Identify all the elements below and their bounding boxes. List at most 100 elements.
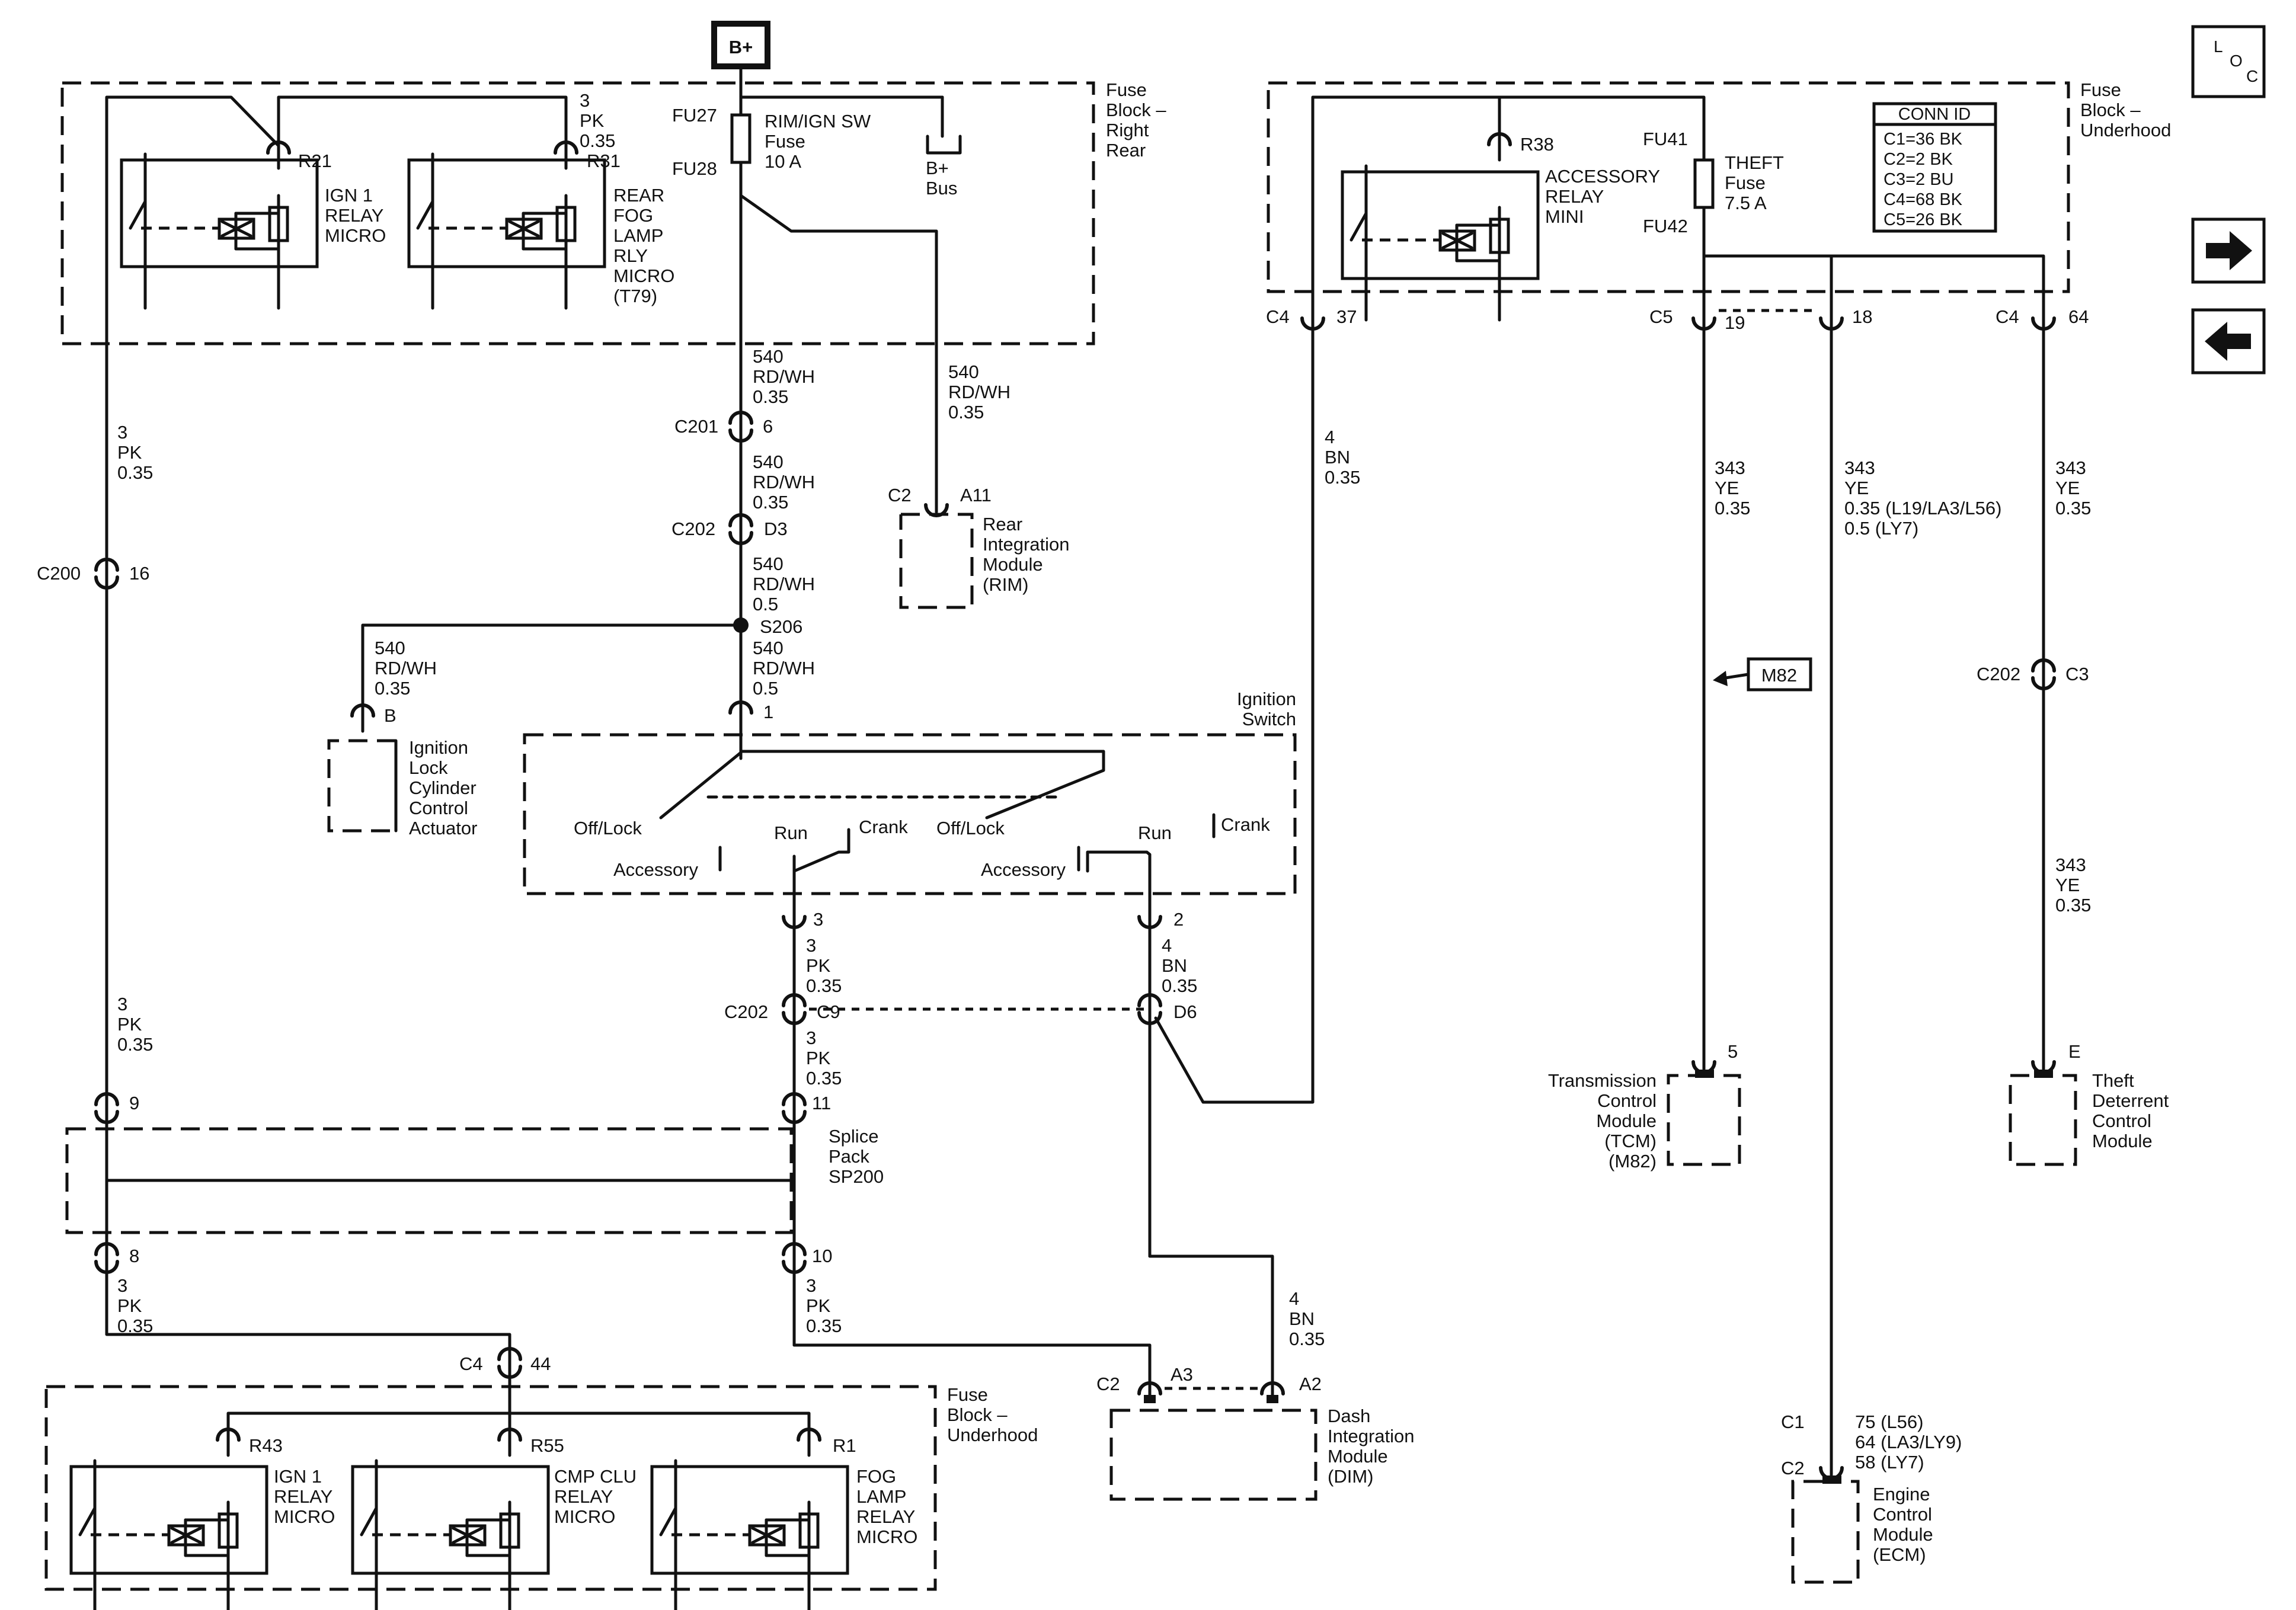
ecm-label-4: (ECM)	[1873, 1544, 1926, 1565]
wire-ye-tdm-b-2: YE	[2055, 875, 2080, 895]
wire-pk-left-b-1: 3	[117, 994, 127, 1014]
conn-c201-name: C201	[674, 416, 718, 437]
relay-r38-label-1: ACCESSORY	[1545, 166, 1660, 187]
splice-pin-8: 8	[129, 1246, 139, 1266]
conn-d6-pin: D6	[1173, 1001, 1197, 1022]
wire-rdwh-rim-1: 540	[948, 361, 979, 382]
fuse-theft: FU41 FU42 THEFT Fuse 7.5 A	[1643, 129, 2045, 319]
relay-r31-label-2: FOG	[613, 205, 653, 226]
fuse-theft-fu42: FU42	[1643, 216, 1688, 236]
wire-bn-c4-3: 0.35	[1325, 467, 1360, 488]
wire-bn-dim-2: BN	[1289, 1308, 1315, 1329]
conn-c2-a3-name: C2	[1096, 1374, 1120, 1394]
splice-pin-9: 9	[129, 1093, 139, 1113]
fuse-block-rr-title-2: Block –	[1106, 100, 1166, 120]
ignition-switch-title-1: Ignition	[1237, 689, 1296, 709]
wire-pk-mid-a-1: 3	[806, 935, 816, 956]
ecm-pin-2: 64 (LA3/LY9)	[1855, 1432, 1962, 1452]
switch-pin-3: 3	[813, 909, 823, 930]
relay-r21-label-1: IGN 1	[325, 185, 373, 206]
circuit-3-switch: 3 3 PK 0.35 C202 C9 3 PK 0.35 11 10 3 PK…	[724, 901, 1152, 1394]
conn-id-row-3: C3=2 BU	[1884, 170, 1953, 189]
conn-c4-44-name: C4	[459, 1353, 483, 1374]
transmission-control-module: 5 Transmission Control Module (TCM) (M82…	[1548, 1041, 1741, 1172]
ignition-lock-cylinder-actuator: B Ignition Lock Cylinder Control Actuato…	[327, 705, 477, 838]
wire-pk-mid-a-2: PK	[806, 955, 831, 976]
tdm-pin-e: E	[2068, 1041, 2081, 1062]
fuse-block-uh-title-3: Underhood	[2080, 120, 2171, 140]
b-plus-bus-label-1: B+	[926, 158, 949, 178]
ilcca-pin-b: B	[384, 705, 396, 726]
wire-pk-mid-a-3: 0.35	[806, 975, 842, 996]
wire-rdwh-c-3: 0.5	[753, 594, 778, 614]
wire-rdwh-a-3: 0.35	[753, 386, 788, 407]
dim-label-1: Dash	[1328, 1406, 1370, 1426]
wire-pk-left-c-1: 3	[117, 1275, 127, 1296]
relay-r55-label-3: MICRO	[554, 1506, 615, 1527]
fuse-rim-label-1: RIM/IGN SW	[765, 111, 871, 132]
relay-r43-label-1: IGN 1	[274, 1466, 322, 1487]
conn-a2-pin: A2	[1299, 1374, 1322, 1394]
conn-c5-19-name: C5	[1649, 306, 1673, 327]
switch-off-lock-1: Off/Lock	[574, 818, 642, 838]
fuse-block-uh-title-1: Fuse	[2080, 79, 2121, 100]
fuse-rim-label-3: 10 A	[765, 151, 801, 172]
wire-ye-tcm-3: 0.35	[1715, 498, 1750, 518]
previous-page-button[interactable]	[2191, 308, 2266, 375]
fuse-block-rr-title-1: Fuse	[1106, 79, 1147, 100]
wire-pk-left-a-2: PK	[117, 442, 142, 463]
wire-pk-mid-b-1: 3	[806, 1028, 816, 1048]
rear-integration-module: C2 A11 Rear Integration Module (RIM)	[888, 485, 1070, 609]
wire-pk-top-1: 3	[580, 90, 590, 111]
switch-accessory-1: Accessory	[613, 859, 698, 880]
wire-ye-tcm-2: YE	[1715, 478, 1739, 498]
wire-rdwh-d-3: 0.5	[753, 678, 778, 699]
tcm-pin-5: 5	[1728, 1041, 1738, 1062]
ilcca-label-2: Lock	[409, 757, 448, 778]
loc-button[interactable]: L O C	[2191, 25, 2266, 98]
wire-pk-top-2: PK	[580, 110, 605, 131]
wire-pk-left-c-3: 0.35	[117, 1315, 153, 1336]
conn-c202-c9-pin: C9	[817, 1001, 840, 1022]
relay-r31-label-1: REAR	[613, 185, 664, 206]
relay-r1-label-3: RELAY	[856, 1506, 915, 1527]
fuse-block-underhood-top: Fuse Block – Underhood	[1267, 79, 2171, 310]
fuse-rim-fu27: FU27	[672, 105, 717, 126]
wire-pk-top-3: 0.35	[580, 130, 615, 151]
wire-ye-tdm-a-2: YE	[2055, 478, 2080, 498]
ecm-conn-c2: C2	[1781, 1458, 1805, 1478]
switch-crank-2: Crank	[1221, 814, 1270, 835]
conn-18-pin: 18	[1852, 306, 1872, 327]
splice-pack-sp200: Splice Pack SP200	[65, 1118, 884, 1246]
engine-control-module: C1 C2 75 (L56) 64 (LA3/LY9) 58 (LY7) Eng…	[1781, 1411, 1962, 1584]
wire-ye-ecm-4: 0.5 (LY7)	[1844, 518, 1918, 539]
relay-r38-pin: R38	[1520, 134, 1554, 155]
switch-accessory-2: Accessory	[981, 859, 1066, 880]
conn-c5-19-pin: 19	[1725, 312, 1745, 333]
fuse-theft-label-3: 7.5 A	[1725, 193, 1767, 213]
relay-r31-label-3: LAMP	[613, 225, 663, 246]
next-page-button[interactable]	[2191, 217, 2266, 284]
relay-r43-pin: R43	[249, 1435, 283, 1456]
circuit-4: 2 4 BN 0.35 D6 4 BN 0.35 4 BN 0.35	[1139, 321, 1360, 1394]
wire-pk-left-c-2: PK	[117, 1295, 142, 1316]
conn-c4-44-pin: 44	[530, 1353, 551, 1374]
wire-ye-tdm-b-3: 0.35	[2055, 895, 2091, 916]
relay-r31-label-6: (T79)	[613, 286, 657, 306]
relay-r55-label-2: RELAY	[554, 1486, 613, 1507]
relay-r1-label-1: FOG	[856, 1466, 896, 1487]
wire-bn-sw-1: 4	[1162, 935, 1172, 956]
loc-l: L	[2214, 37, 2223, 56]
circuit-3-left: 3 PK 0.35 C200 16 3 PK 0.35 9 8 3 PK 0.3…	[37, 422, 511, 1356]
switch-off-lock-2: Off/Lock	[936, 818, 1005, 838]
wire-rdwh-a-1: 540	[753, 346, 784, 367]
fuse-theft-fu41: FU41	[1643, 129, 1688, 149]
tcm-label-1: Transmission	[1548, 1070, 1657, 1091]
b-plus-source: B+	[711, 21, 770, 99]
dash-integration-module: C2 A3 A2 Dash Integration Module (DIM)	[1096, 1364, 1415, 1501]
switch-pin-2: 2	[1173, 909, 1184, 930]
wire-rdwh-c-2: RD/WH	[753, 574, 815, 594]
conn-c2-a11-pin: A11	[960, 485, 992, 505]
wire-ye-tdm-a-1: 343	[2055, 457, 2086, 478]
relay-r43: R43 IGN 1 RELAY MICRO	[71, 1429, 335, 1610]
